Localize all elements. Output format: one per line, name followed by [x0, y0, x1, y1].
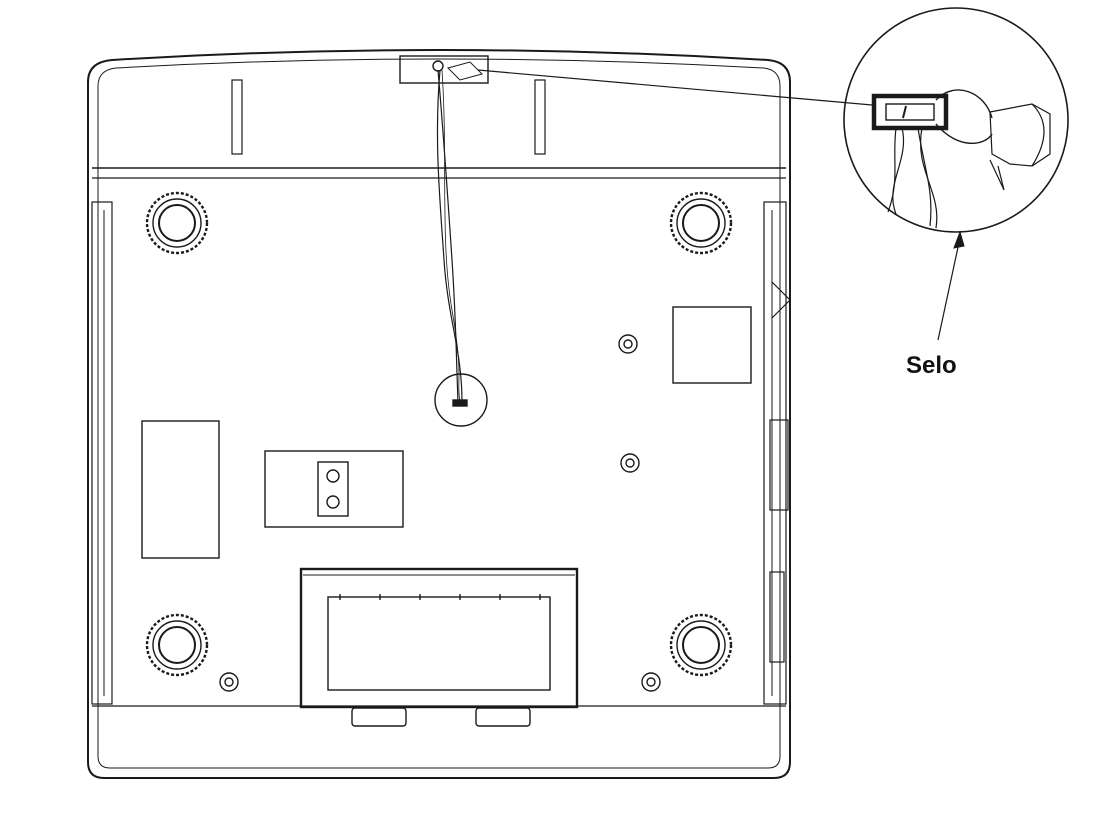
foot-top-left — [145, 191, 209, 255]
screw-bottom-right — [641, 672, 661, 692]
label-plate-right — [672, 306, 752, 384]
seal-anchor-point — [434, 373, 488, 427]
seal-wire — [436, 69, 463, 403]
screw-right-upper — [618, 334, 638, 354]
screw-right-middle — [620, 453, 640, 473]
device-housing — [87, 49, 791, 779]
zoom-leader-line — [477, 69, 873, 106]
seal-detail-zoom — [843, 7, 1069, 233]
battery-compartment — [299, 567, 579, 727]
terminal-block — [264, 450, 404, 528]
seal-housing-top — [399, 55, 489, 84]
screw-bottom-left — [219, 672, 239, 692]
selo-callout-label: Selo — [906, 352, 957, 379]
foot-top-right — [669, 191, 733, 255]
foot-bottom-right — [669, 613, 733, 677]
label-plate-left — [141, 420, 220, 559]
foot-bottom-left — [145, 613, 209, 677]
selo-callout-arrow — [937, 230, 965, 341]
